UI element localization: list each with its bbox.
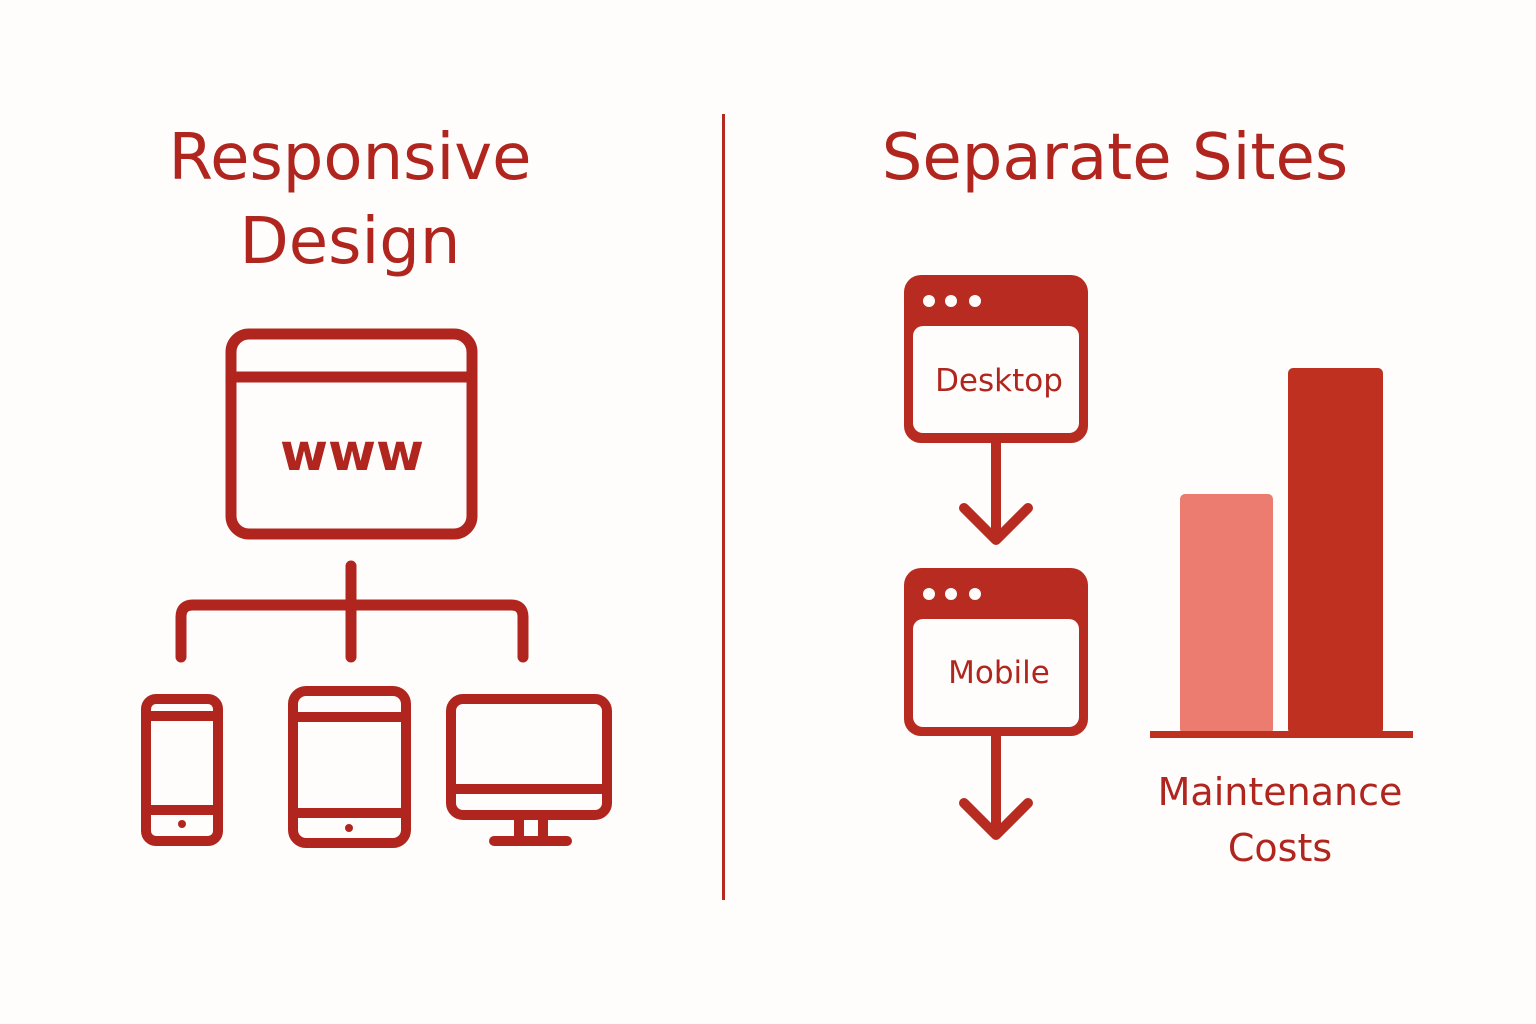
chart-baseline	[1150, 731, 1413, 738]
tablet-icon	[288, 686, 411, 848]
bar-responsive	[1180, 494, 1273, 734]
mobile-site-window	[904, 568, 1088, 736]
window-dot-icon	[945, 588, 957, 600]
separate-sites-title: Separate Sites	[881, 121, 1349, 195]
window-dot-icon	[969, 295, 981, 307]
arrow-down-icon	[959, 438, 1033, 545]
www-text: www	[280, 423, 424, 483]
chart-label-line-2: Costs	[1227, 826, 1333, 870]
maintenance-costs-label: Maintenance Costs	[1130, 764, 1430, 876]
browser-window-icon	[225, 328, 478, 540]
responsive-design-title: Responsive Design	[100, 116, 600, 284]
window-dot-icon	[969, 588, 981, 600]
window-dot-icon	[945, 295, 957, 307]
title-line-1: Responsive	[168, 121, 532, 195]
mobile-label: Mobile	[948, 655, 1050, 691]
bar-separate-sites	[1288, 368, 1383, 734]
window-dot-icon	[923, 295, 935, 307]
tablet-home-dot	[345, 824, 353, 832]
arrow-down-icon	[959, 731, 1033, 840]
phone-icon	[141, 694, 223, 846]
chart-label-line-1: Maintenance	[1157, 770, 1403, 814]
phone-home-dot	[178, 820, 186, 828]
window-dot-icon	[923, 588, 935, 600]
title-line-2: Design	[239, 205, 461, 279]
desktop-label: Desktop	[935, 363, 1063, 399]
connector-tree	[175, 560, 529, 663]
maintenance-cost-chart	[1150, 368, 1413, 738]
desktop-site-window	[904, 275, 1088, 443]
monitor-icon	[446, 694, 612, 846]
center-divider	[722, 114, 725, 900]
